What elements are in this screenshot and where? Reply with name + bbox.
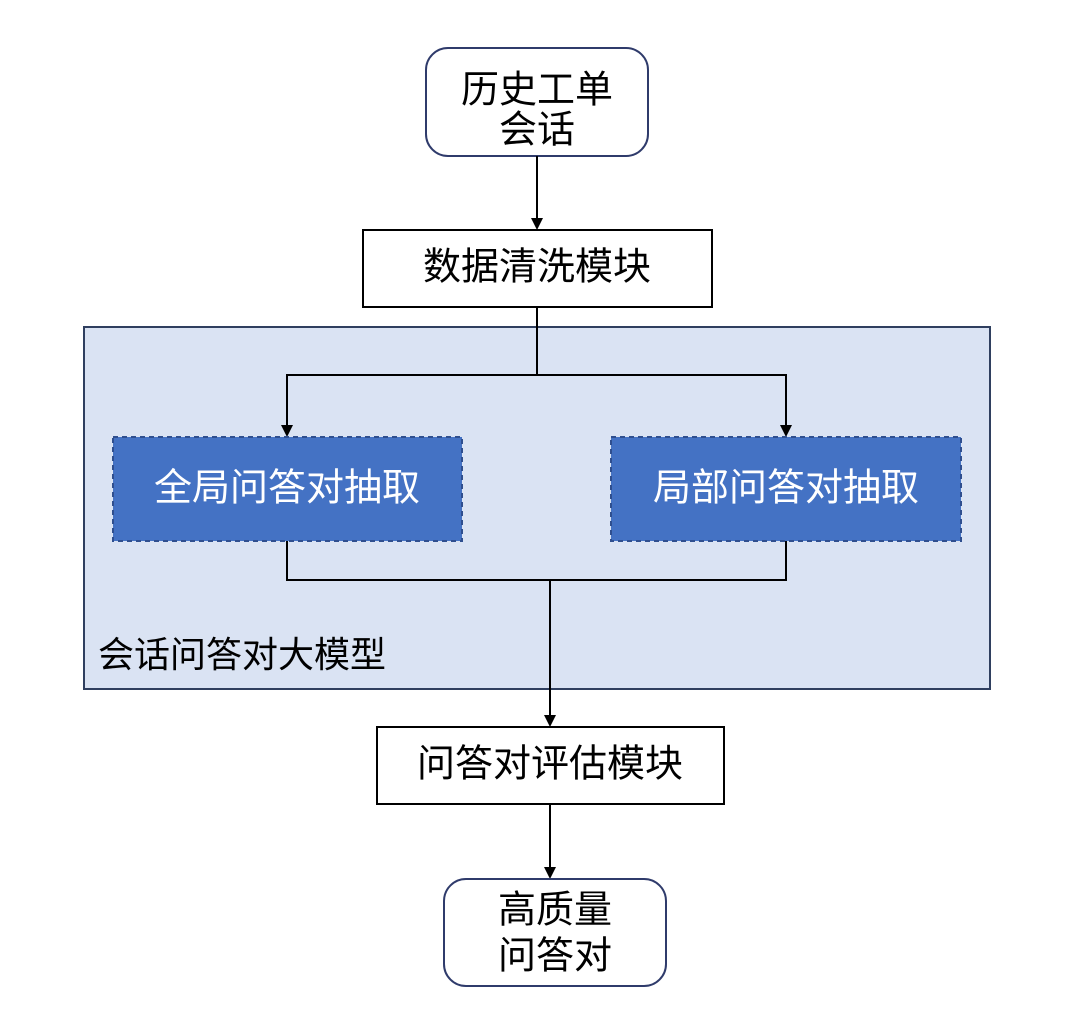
global-extraction-label: 全局问答对抽取 (154, 466, 420, 510)
llm-group-label: 会话问答对大模型 (98, 635, 386, 676)
connector-merge (286, 541, 787, 581)
qa-evaluation-label: 问答对评估模块 (417, 742, 683, 786)
global-extraction-node (112, 436, 463, 542)
high-quality-qa-node (443, 878, 667, 987)
history-sessions-line2: 会话 (499, 108, 575, 152)
connector-to-global (281, 374, 537, 437)
high-quality-qa-line2: 问答对 (498, 934, 612, 978)
history-sessions-line1: 历史工单 (461, 68, 613, 112)
connector-to-local (537, 374, 792, 437)
high-quality-qa-line1: 高质量 (498, 888, 612, 932)
local-extraction-node (610, 436, 962, 542)
data-cleaning-label: 数据清洗模块 (423, 245, 651, 289)
local-extraction-label: 局部问答对抽取 (653, 466, 919, 510)
qa-evaluation-node (376, 726, 725, 805)
